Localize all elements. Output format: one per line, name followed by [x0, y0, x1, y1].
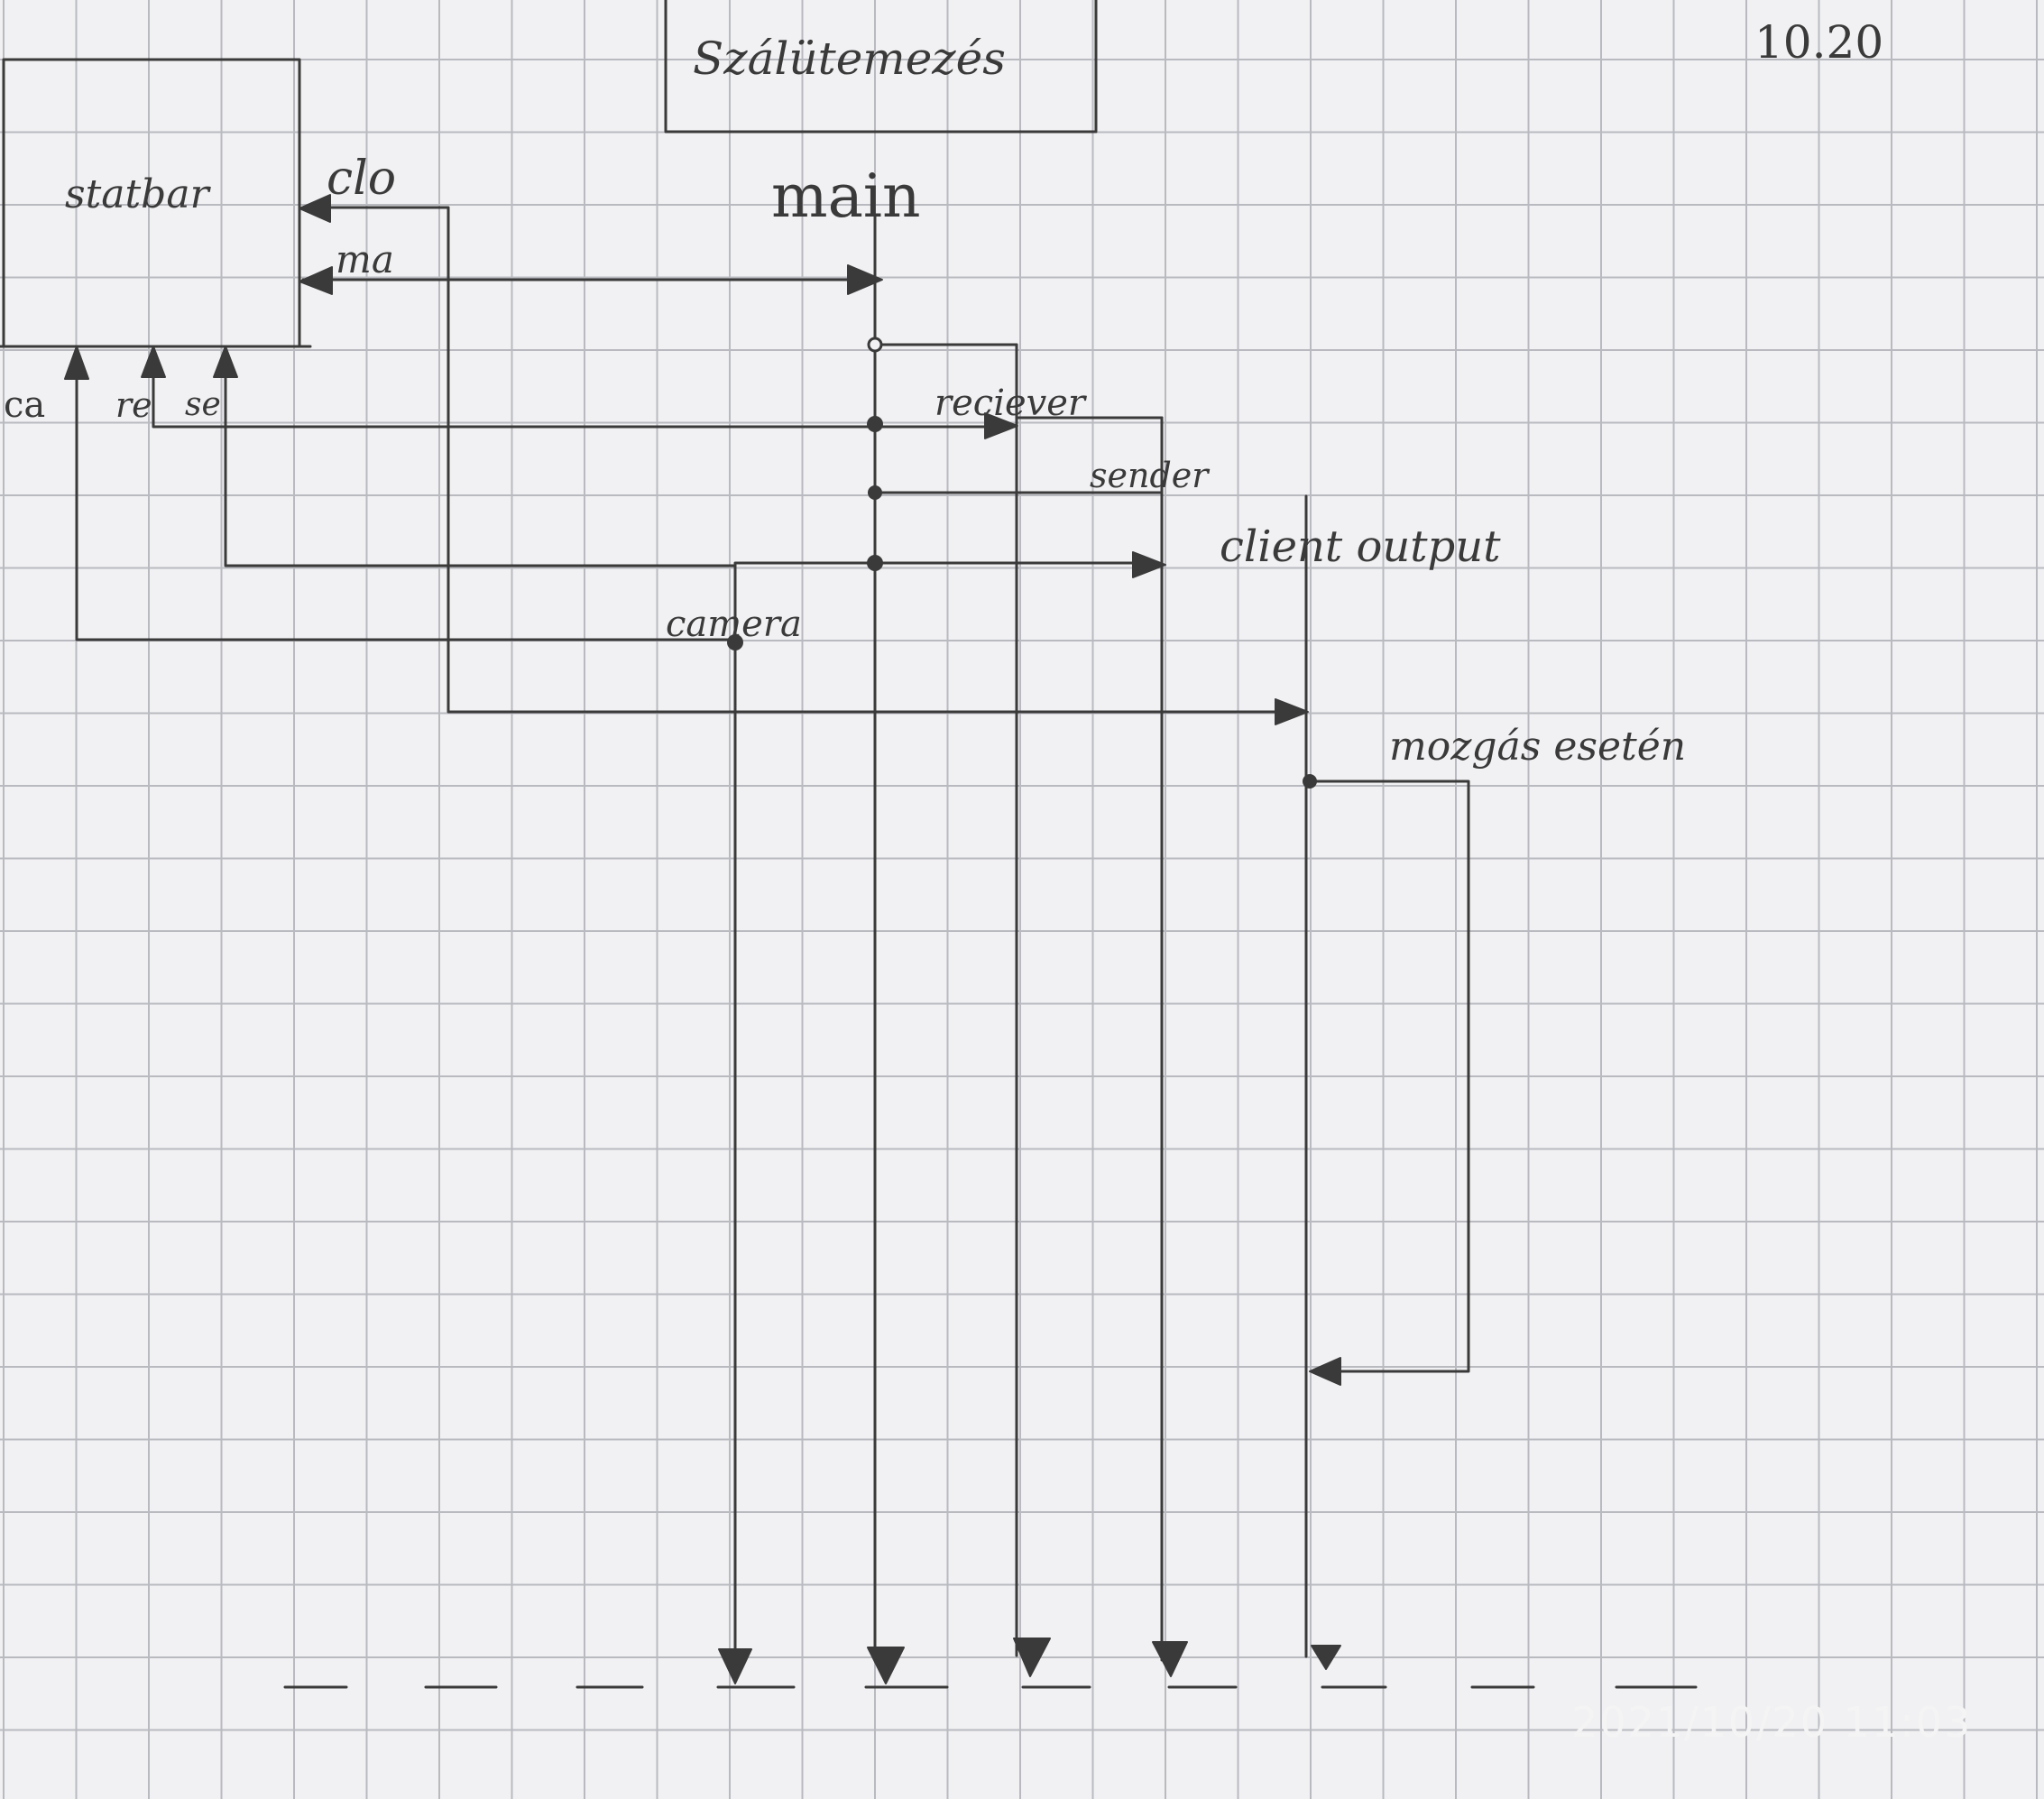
statbar-input-ca: ca [4, 384, 45, 426]
arrow-sender-end [1152, 1641, 1188, 1677]
statbar-input-re: re [115, 385, 152, 425]
statbar-label: statbar [65, 171, 212, 217]
client-output-label: client output [1220, 521, 1501, 572]
arrow-receiver-end [1013, 1638, 1051, 1677]
date-label: 10.20 [1754, 16, 1883, 69]
arrow-into-receiver [984, 412, 1018, 439]
arrow-se-into-statbar [213, 346, 238, 378]
arrow-client-output-end [1311, 1645, 1341, 1670]
receiver-label: reciever [935, 383, 1088, 424]
arrow-re-into-statbar [141, 346, 166, 378]
photo-timestamp: 2021/10/20 11:03 [1571, 1698, 1972, 1747]
motion-label: mozgás esetén [1389, 724, 1686, 770]
arrow-clo-into-client-output [1275, 698, 1309, 725]
ca-signal-line [75, 352, 737, 641]
clo-signal-line [301, 206, 1292, 714]
arrow-motion-loop-return [1309, 1357, 1341, 1386]
statbar-input-se: se [185, 386, 221, 423]
sender-label: sender [1090, 456, 1211, 495]
arrow-clo-into-statbar [299, 194, 331, 223]
main-label: main [771, 161, 921, 231]
main-dot-sender-spawn [868, 485, 882, 500]
statbar-input-clo: clo [327, 152, 396, 206]
statbar-input-ma: ma [336, 237, 394, 281]
main-dot-open [867, 337, 883, 353]
se-signal-line [224, 352, 737, 567]
arrow-ca-into-statbar [64, 346, 89, 380]
arrow-main-end [867, 1647, 905, 1684]
motion-loop-line [1306, 780, 1470, 1373]
arrow-into-client-output [1132, 551, 1166, 578]
arrow-ma-into-statbar [299, 266, 333, 295]
title-box [664, 0, 1098, 134]
arrow-into-main [847, 264, 883, 295]
ink-layer: Szálütemezés 10.20 statbar clo ma ca re … [0, 0, 1883, 1689]
arrow-camera-end [718, 1648, 752, 1684]
main-dot-re [867, 416, 883, 432]
camera-dot [727, 634, 743, 650]
title-text: Szálütemezés [693, 32, 1006, 85]
client-output-motion-dot [1303, 774, 1317, 789]
camera-label: camera [666, 604, 802, 645]
main-dot-se [867, 555, 883, 571]
